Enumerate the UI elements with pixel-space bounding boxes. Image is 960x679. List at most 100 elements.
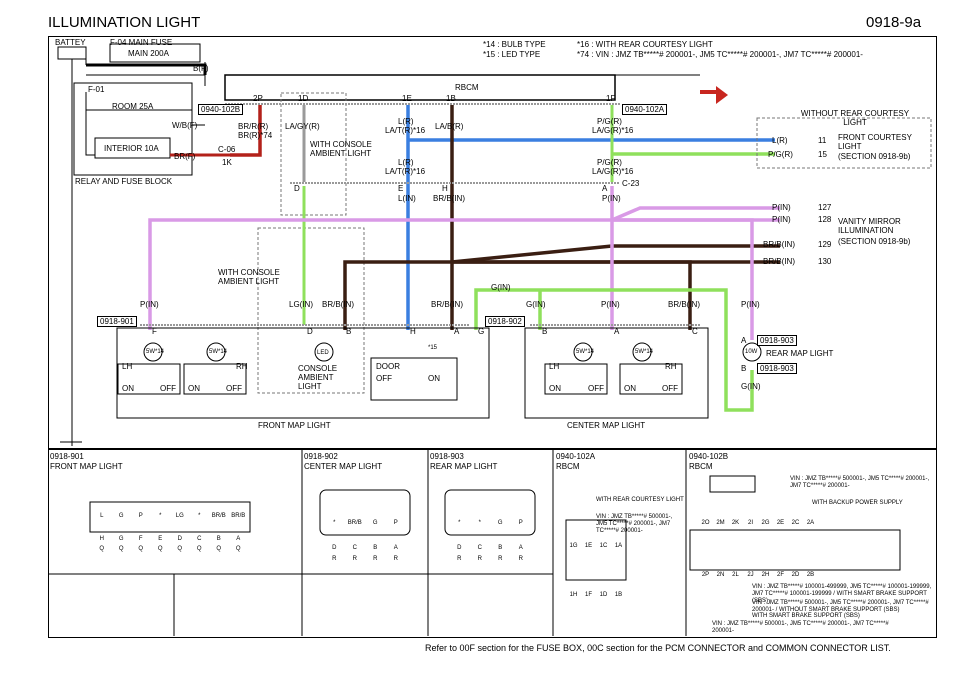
pin-h: H bbox=[442, 184, 448, 193]
pin-e: E bbox=[398, 184, 404, 193]
wbf-label: W/B(F) bbox=[172, 121, 198, 130]
c102a-top-pins: 1G 1E 1C 1A bbox=[566, 543, 626, 549]
door-off-label: OFF bbox=[376, 374, 392, 383]
center-g-in-label: G(IN) bbox=[526, 300, 546, 309]
c901-code: 0918-901 bbox=[50, 452, 84, 461]
pin-1e: 1E bbox=[402, 94, 412, 103]
c102b-pin: 2C bbox=[791, 520, 800, 526]
ref-11[interactable]: 11 bbox=[818, 136, 827, 145]
lr-label: L(R) bbox=[772, 136, 788, 145]
c903-letter: C bbox=[477, 545, 482, 551]
center-lh-bulb-label: 5W*14 bbox=[576, 349, 595, 355]
c903-cell: P bbox=[518, 520, 523, 526]
c902-code: 0918-902 bbox=[304, 452, 338, 461]
connector-frame bbox=[48, 448, 937, 638]
p-in-1-label: P(IN) bbox=[772, 203, 791, 212]
c903-r: R bbox=[518, 556, 523, 562]
front-rh-label: RH bbox=[236, 362, 248, 371]
center-rh-off: OFF bbox=[662, 384, 678, 393]
c901-cell: BR/B bbox=[211, 513, 226, 519]
vanity-mirror-label: VANITY MIRROR ILLUMINATION bbox=[838, 217, 901, 235]
wire-1e-alt-label: LA/T(R)*16 bbox=[385, 126, 426, 135]
c903-cells: * * G P bbox=[449, 520, 531, 526]
c901-cell: * bbox=[159, 513, 162, 519]
rear-map-light-label: REAR MAP LIGHT bbox=[766, 349, 834, 358]
ref-128[interactable]: 128 bbox=[818, 215, 832, 224]
c902-cells: * BR/B G P bbox=[324, 520, 406, 526]
front-courtesy-ref: (SECTION 0918-9b) bbox=[838, 152, 911, 161]
c901-cell: P bbox=[138, 513, 143, 519]
c903-r-row: R R R R bbox=[449, 556, 531, 562]
c102b-bottom-row: 2P 2N 2L 2J 2H 2F 2D 2B bbox=[698, 572, 818, 578]
ref-15[interactable]: 15 bbox=[818, 150, 827, 159]
front-pin-h: H bbox=[410, 327, 416, 336]
c903-cell: * bbox=[458, 520, 461, 526]
c901-cells: L G P * LG * BR/B BR/B bbox=[92, 513, 248, 519]
note-vin: *74 : VIN : JMZ TB*****# 200001-, JM5 TC… bbox=[577, 50, 863, 59]
c102b-pin: 2A bbox=[806, 520, 815, 526]
c102b-note6: VIN : JMZ TB*****# 500001-, JM5 TC*****#… bbox=[712, 621, 889, 634]
c102a-note1: WITH REAR COURTESY LIGHT bbox=[596, 497, 684, 503]
c902-letter: C bbox=[352, 545, 357, 551]
center-rh-bulb-label: 5W*14 bbox=[635, 349, 654, 355]
pin-2p: 2P bbox=[253, 94, 263, 103]
front-ambient-note: WITH CONSOLE AMBIENT LIGHT bbox=[218, 268, 280, 286]
front-brb-in-2-label: BR/B(IN) bbox=[431, 300, 463, 309]
c902-letters: D C B A bbox=[324, 545, 406, 551]
mid-1e-label: L(R) bbox=[398, 158, 414, 167]
c901-q: Q bbox=[196, 546, 202, 552]
c902-cell: G bbox=[372, 520, 378, 526]
center-lh-label: LH bbox=[549, 362, 560, 371]
footer-note: Refer to 00F section for the FUSE BOX, 0… bbox=[425, 643, 891, 653]
ref-130[interactable]: 130 bbox=[818, 257, 832, 266]
c102b-note2: WITH BACKUP POWER SUPPLY bbox=[812, 500, 903, 506]
ambient-light-note-top: WITH CONSOLE AMBIENT LIGHT bbox=[310, 140, 372, 158]
c102b-code: 0940-102B bbox=[689, 452, 729, 461]
conn-0918-901: 0918-901 bbox=[97, 316, 137, 327]
ref-127[interactable]: 127 bbox=[818, 203, 832, 212]
center-rh-label: RH bbox=[665, 362, 677, 371]
in-h-label: BR/B(IN) bbox=[433, 194, 465, 203]
brf-label: BR(F) bbox=[174, 152, 196, 161]
front-lh-bulb-label: 5W*14 bbox=[146, 349, 165, 355]
front-lh-label: LH bbox=[122, 362, 133, 371]
conn-0940-102a: 0940-102A bbox=[622, 104, 668, 115]
front-pin-g: G bbox=[478, 327, 485, 336]
front-rh-bulb-label: 5W*14 bbox=[209, 349, 228, 355]
c901-letters: H G F E D C B A bbox=[92, 536, 248, 542]
c901-letter: F bbox=[138, 536, 143, 542]
pin-a: A bbox=[602, 184, 608, 193]
bf-label: B(F) bbox=[193, 64, 209, 73]
pin-1f: 1F bbox=[606, 94, 616, 103]
main-fuse-rating: MAIN 200A bbox=[128, 49, 169, 58]
c102b-note3: VIN : JMZ TB*****# 100001-499999, JM5 TC… bbox=[752, 584, 932, 604]
c902-name: CENTER MAP LIGHT bbox=[304, 462, 383, 471]
c901-letter: E bbox=[158, 536, 163, 542]
ref-129[interactable]: 129 bbox=[818, 240, 832, 249]
front-pin-b: B bbox=[346, 327, 352, 336]
mid-1e-alt-label: LA/T(R)*16 bbox=[385, 167, 426, 176]
wire-1f-alt-label: LA/G(R)*16 bbox=[592, 126, 634, 135]
center-map-light-label: CENTER MAP LIGHT bbox=[567, 421, 646, 430]
c903-cell: * bbox=[478, 520, 481, 526]
c102a-code: 0940-102A bbox=[556, 452, 596, 461]
center-pin-b: B bbox=[542, 327, 548, 336]
c102a-note2: VIN : JMZ TB*****# 500001-, JM5 TC*****#… bbox=[596, 514, 673, 534]
room-fuse-label: ROOM 25A bbox=[112, 102, 154, 111]
c102a-bottom-pins: 1H 1F 1D 1B bbox=[566, 592, 626, 598]
c102b-pin: 2B bbox=[806, 572, 815, 578]
front-brb-in-label: BR/B(IN) bbox=[322, 300, 354, 309]
c901-q: Q bbox=[138, 546, 144, 552]
c903-name: REAR MAP LIGHT bbox=[430, 462, 498, 471]
c102a-pin: 1A bbox=[614, 543, 623, 549]
mid-1f-label: P/G(R) bbox=[597, 158, 622, 167]
rbcm-label: RBCM bbox=[455, 83, 479, 92]
door-label: DOOR bbox=[376, 362, 400, 371]
diagram-frame bbox=[48, 36, 937, 450]
rear-p-in-label: P(IN) bbox=[741, 300, 760, 309]
c102a-pin: 1G bbox=[569, 543, 578, 549]
c903-r: R bbox=[457, 556, 462, 562]
front-p-in-label: P(IN) bbox=[140, 300, 159, 309]
pin-d: D bbox=[294, 184, 300, 193]
